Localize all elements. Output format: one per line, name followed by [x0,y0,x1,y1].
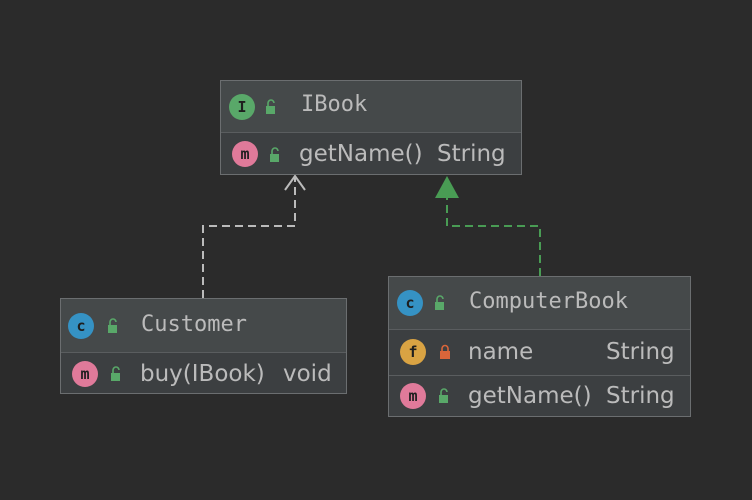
customer-method-signature: buy(IBook) [140,361,265,387]
dependency-edge-customer-ibook [202,178,296,298]
public-lock-icon [108,318,117,333]
computerbook-field-name: name [468,339,534,365]
ibook-node[interactable]: I IBook m getName() String [220,80,522,175]
class-icon: c [68,313,94,339]
method-icon: m [72,361,98,387]
realization-edge-computerbook-ibook [446,198,541,276]
ibook-method-return-type: String [437,141,506,167]
computerbook-method-row: m getName() String [389,375,690,416]
customer-title: Customer [141,312,247,337]
customer-node[interactable]: c Customer m buy(IBook) void [60,298,347,394]
public-lock-icon [270,147,279,162]
private-lock-icon [440,344,450,359]
computerbook-title: ComputerBook [469,289,628,314]
realization-arrowhead [435,176,459,198]
computerbook-node[interactable]: c ComputerBook f name String m getName()… [388,276,691,417]
customer-method-row: m buy(IBook) void [61,352,346,394]
field-icon: f [400,339,426,365]
dependency-arrowhead [284,174,306,191]
computerbook-method-return-type: String [606,383,675,409]
computerbook-header: c ComputerBook [389,277,690,329]
public-lock-icon [111,366,120,381]
computerbook-method-signature: getName() [468,383,592,409]
ibook-method-row: m getName() String [221,132,521,175]
class-icon: c [397,290,423,316]
customer-header: c Customer [61,299,346,352]
method-icon: m [232,141,258,167]
public-lock-icon [439,388,448,403]
ibook-header: I IBook [221,81,521,132]
customer-method-return-type: void [283,361,332,387]
computerbook-field-row: f name String [389,329,690,375]
computerbook-field-type: String [606,339,675,365]
method-icon: m [400,383,426,409]
ibook-title: IBook [301,92,368,117]
interface-icon: I [229,94,255,120]
public-lock-icon [435,295,444,310]
public-lock-icon [266,99,275,114]
ibook-method-signature: getName() [299,141,423,167]
